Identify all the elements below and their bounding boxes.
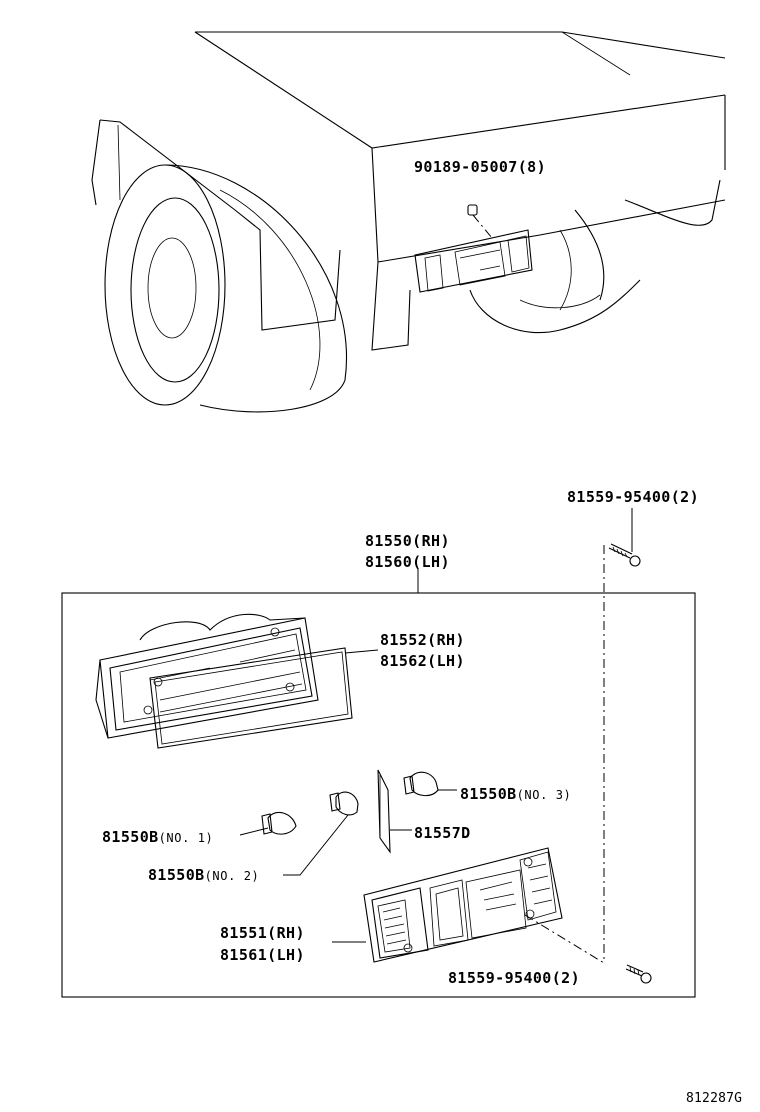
label-lens-lh: 81561(LH): [220, 946, 305, 964]
assembly-boundary-box: [61, 592, 696, 998]
screw-bottom-icon: [524, 914, 652, 984]
reflector-plate-icon: [377, 769, 412, 854]
lamp-housing-icon: [95, 613, 319, 739]
label-reflector: 81557D: [414, 824, 471, 842]
gasket-icon: [149, 647, 379, 749]
label-bulb-no3: 81550B(NO. 3): [460, 785, 571, 803]
label-lens-rh: 81551(RH): [220, 924, 305, 942]
label-bracket-bolt: 90189-05007(8): [414, 158, 546, 176]
diagram-reference-code: 812287G: [686, 1091, 742, 1106]
label-assy-rh: 81550(RH): [365, 532, 450, 550]
bulb-no3-icon: [403, 771, 457, 797]
label-bulb-no1: 81550B(NO. 1): [102, 828, 213, 846]
label-screw-bottom: 81559-95400(2): [448, 969, 580, 987]
bulb-no1-icon: [239, 811, 297, 836]
label-assy-lh: 81560(LH): [365, 553, 450, 571]
vehicle-rear-illustration: [91, 31, 726, 413]
bulb-no2-icon: [283, 791, 359, 876]
label-gasket-lh: 81562(LH): [380, 652, 465, 670]
label-gasket-rh: 81552(RH): [380, 631, 465, 649]
screw-top-icon: [608, 508, 641, 567]
label-screw-top: 81559-95400(2): [567, 488, 699, 506]
label-bulb-no2: 81550B(NO. 2): [148, 866, 259, 884]
lamp-lens-icon: [332, 847, 563, 963]
